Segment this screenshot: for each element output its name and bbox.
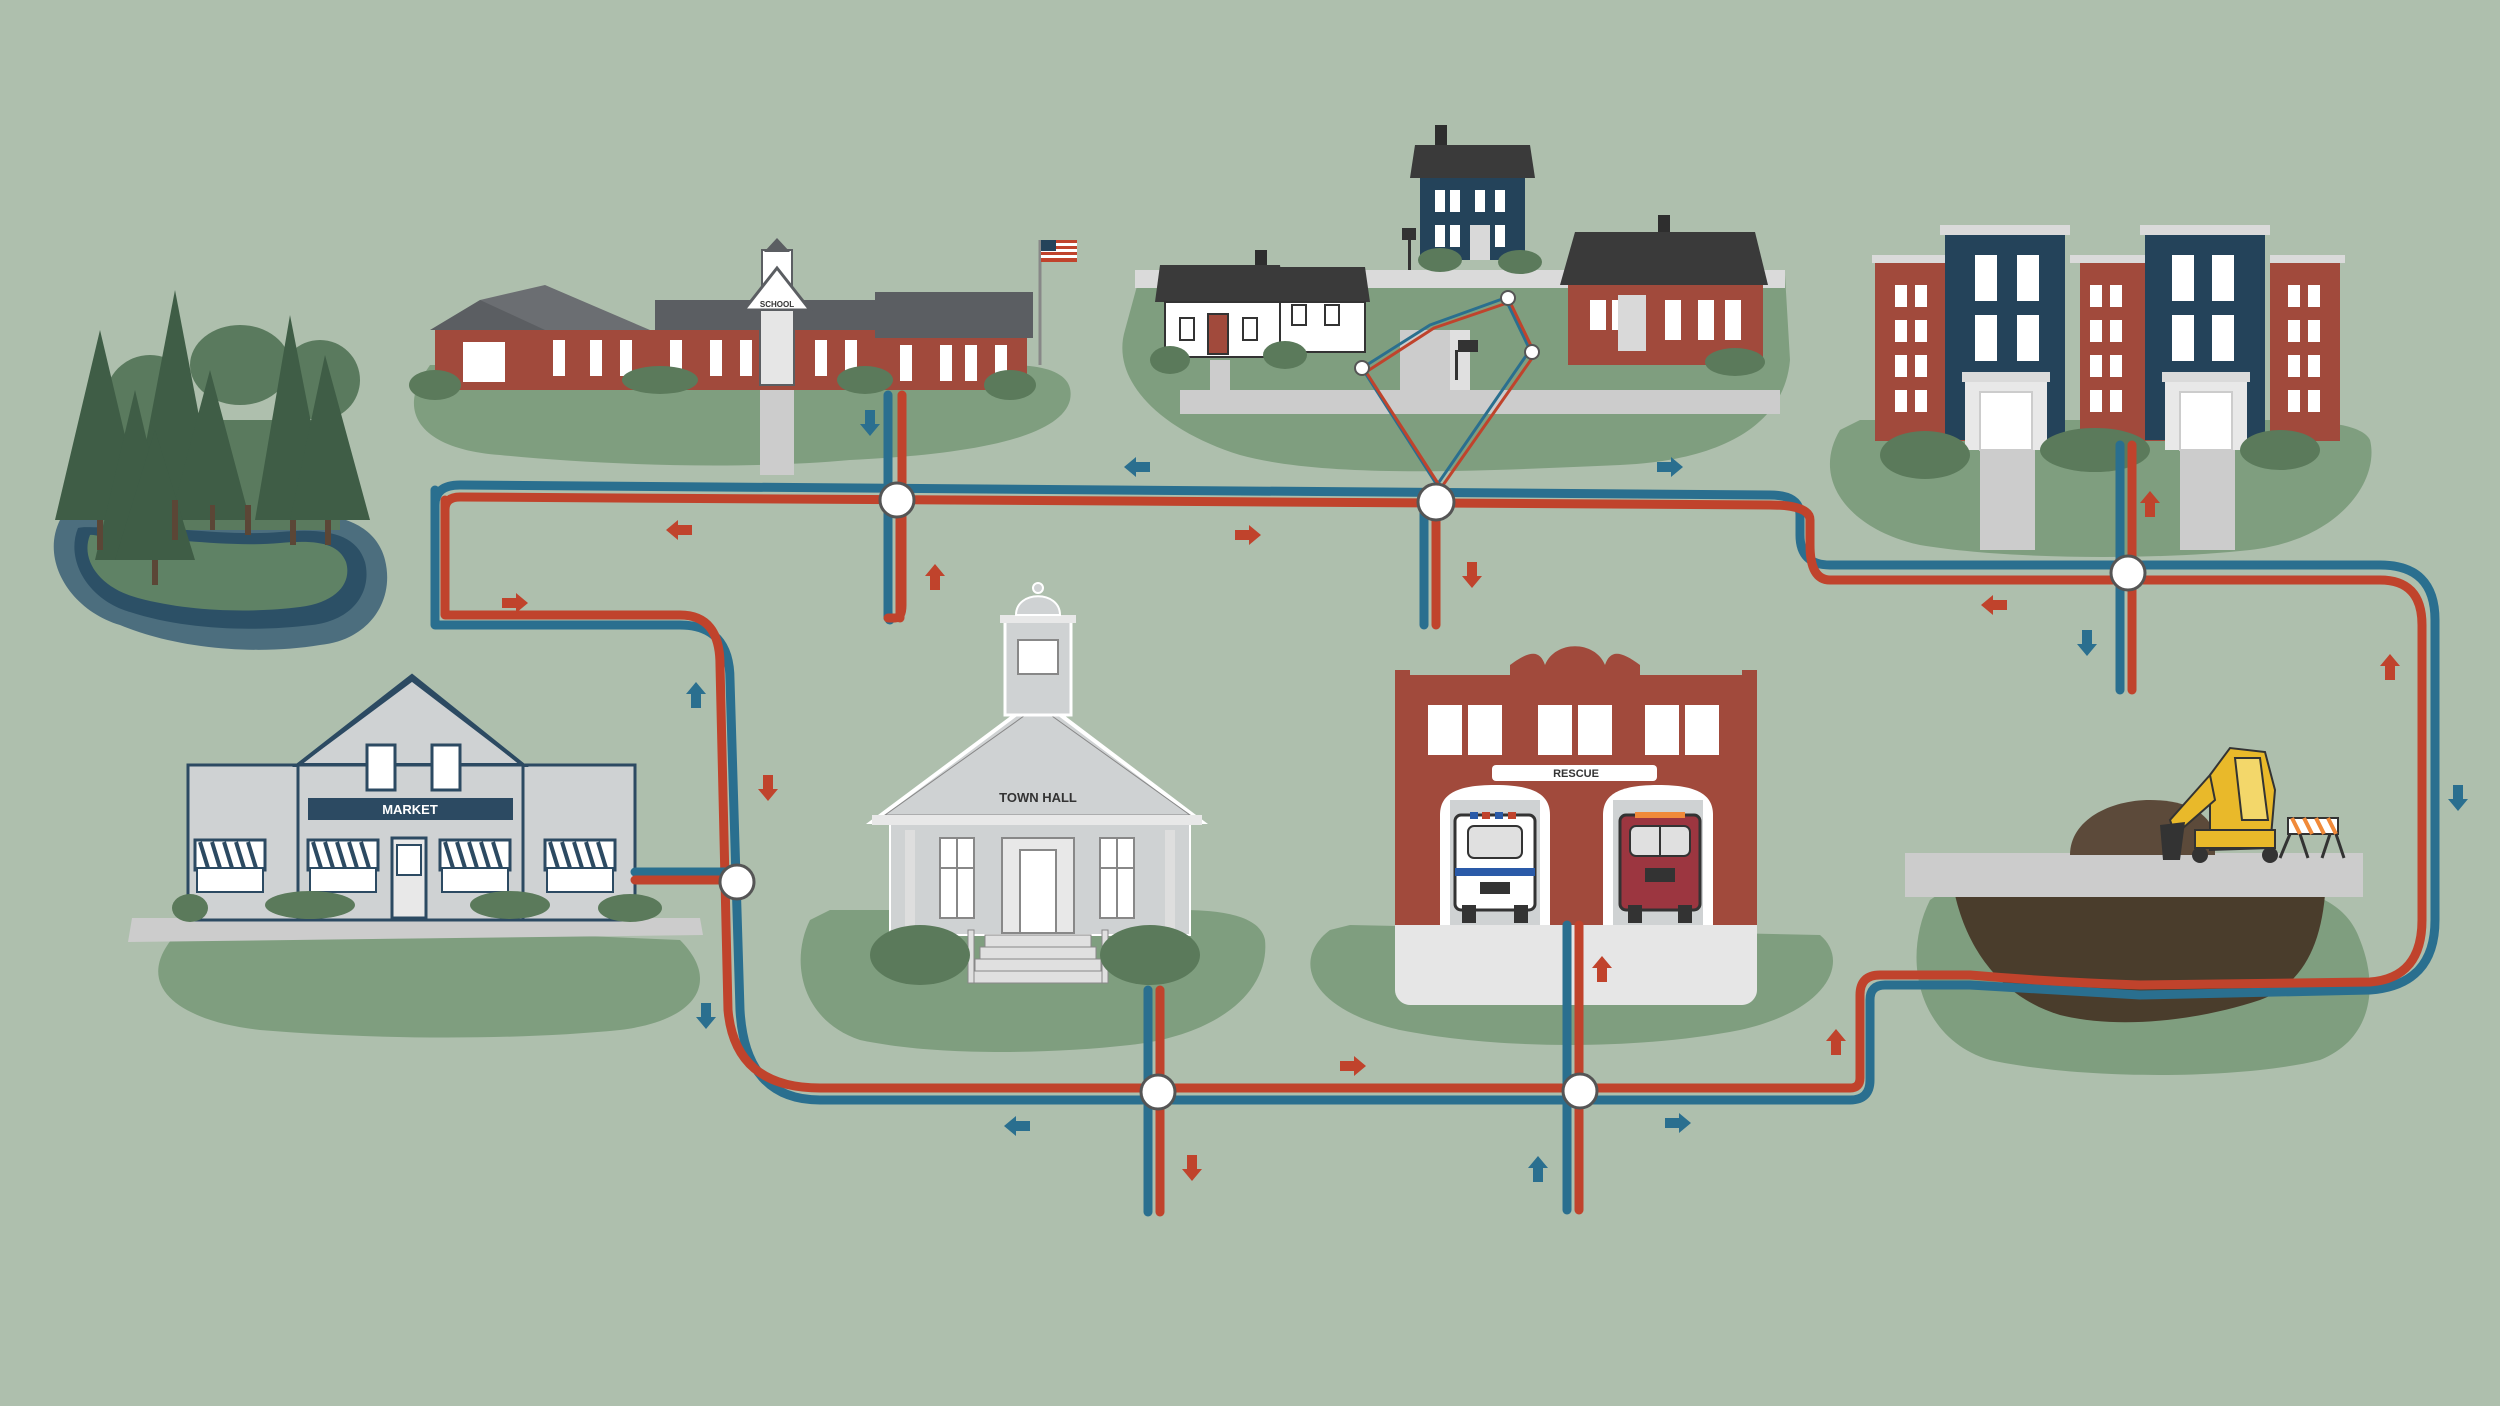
market-island: MARKET [128,673,703,1038]
blue-flow-arrow-icon [1124,457,1150,477]
apartments-island [1829,225,2372,557]
town-hall-steps [967,929,1109,984]
junction-node-icon [1354,360,1370,376]
houses-island [1122,125,1790,472]
school-sign: SCHOOL [760,300,794,309]
junction-node-icon [1561,1072,1599,1110]
town-hall-sign: TOWN HALL [999,790,1077,805]
road-barrier-icon [2278,817,2346,859]
town-hall-island: TOWN HALL [800,582,1266,1052]
red-flow-arrow-icon [1340,1056,1366,1076]
street [1180,390,1780,414]
blue-flow-arrow-icon [2077,630,2097,656]
awnings [193,838,617,893]
red-flow-arrow-icon [502,593,528,613]
us-flag-icon [1041,240,1077,262]
junction-node-icon [2109,554,2147,592]
ambulance-icon [1453,812,1537,923]
red-flow-arrow-icon [666,520,692,540]
rescue-sign: RESCUE [1553,768,1599,780]
red-flow-arrow-icon [1235,525,1261,545]
blue-flow-arrow-icon [1665,1113,1691,1133]
red-flow-arrow-icon [1981,595,2007,615]
blue-flow-arrow-icon [1004,1116,1030,1136]
junction-node-icon [1524,344,1540,360]
school-island: SCHOOL [409,238,1077,475]
junction-node-icon [1416,482,1456,522]
forest-island [53,290,388,650]
tree-group [55,290,370,585]
blue-flow-arrow-icon [2448,785,2468,811]
construction-island [1905,746,2370,1075]
supply-pipe-main [440,492,2427,1093]
excavator-icon [2160,746,2278,863]
junction-node-icon [718,863,756,901]
red-flow-arrow-icon [2380,654,2400,680]
fire-truck-icon [1618,812,1702,923]
market-sign: MARKET [382,802,438,817]
blue-flow-arrow-icon [696,1003,716,1029]
red-flow-arrow-icon [925,564,945,590]
junction-node-icon [1500,290,1516,306]
red-flow-arrow-icon [1826,1029,1846,1055]
blue-flow-arrow-icon [1528,1156,1548,1182]
junction-node-icon [878,481,916,519]
red-flow-arrow-icon [1182,1155,1202,1181]
red-flow-arrow-icon [1462,562,1482,588]
school-walkway [760,380,794,475]
junction-node-icon [1139,1073,1177,1111]
fire-station-island: RESCUE [1310,646,1834,1045]
red-flow-arrow-icon [758,775,778,801]
junctions [718,481,2147,1111]
blue-flow-arrow-icon [686,682,706,708]
